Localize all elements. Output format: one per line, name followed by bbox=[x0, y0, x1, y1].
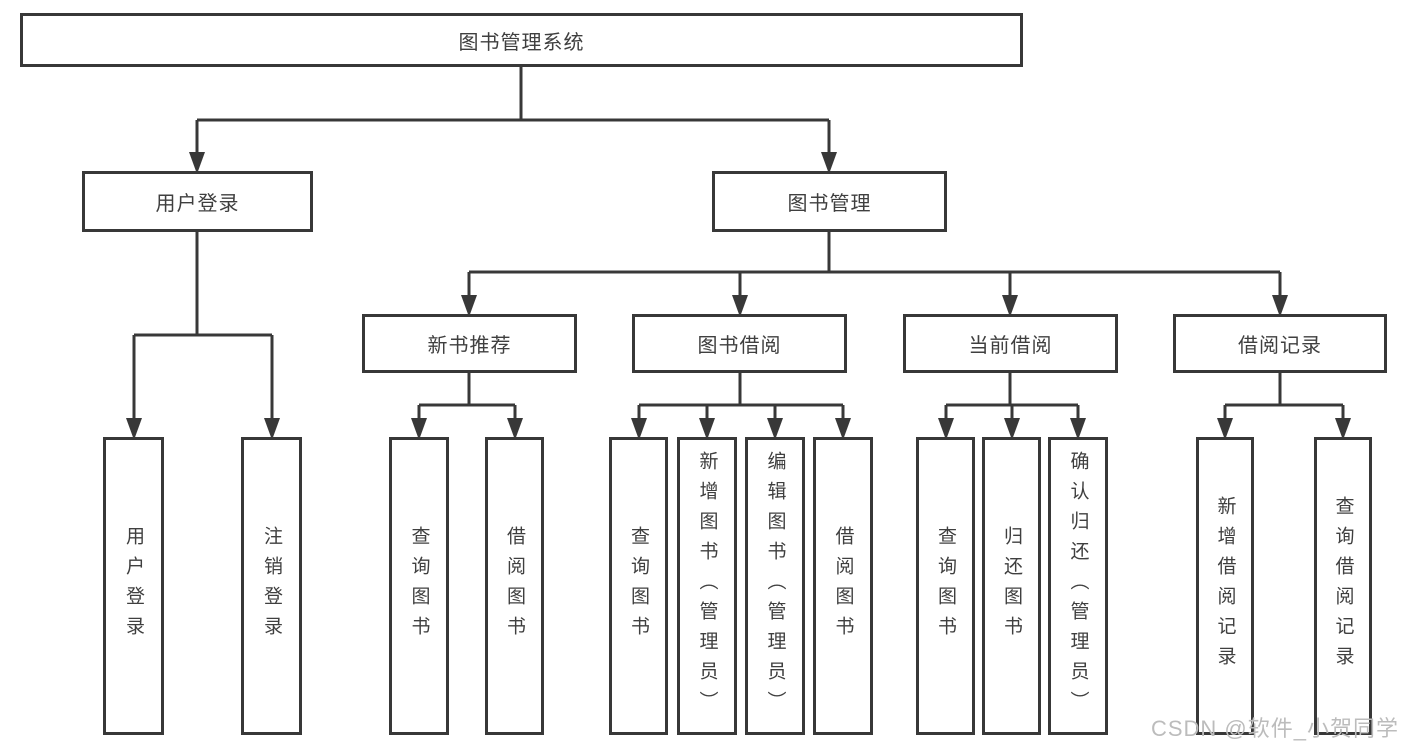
leaf-current-return-books: 归还图书 bbox=[982, 437, 1041, 735]
node-label: 用户登录 bbox=[123, 526, 144, 646]
leaf-borrowing-edit-books-admin: 编辑图书（管理员） bbox=[745, 437, 805, 735]
node-label: 图书管理 bbox=[787, 193, 872, 215]
node-label: 查询借阅记录 bbox=[1332, 496, 1354, 676]
node-label: 借阅图书 bbox=[832, 526, 854, 646]
node-label: 新增图书（管理员） bbox=[696, 451, 718, 721]
leaf-current-confirm-return-admin: 确认归还（管理员） bbox=[1048, 437, 1108, 735]
node-label: 当前借阅 bbox=[968, 335, 1053, 357]
node-label: 用户登录 bbox=[155, 193, 240, 215]
node-label: 图书借阅 bbox=[697, 335, 782, 357]
node-label: 查询图书 bbox=[408, 526, 430, 646]
node-book-management: 图书管理 bbox=[712, 171, 947, 232]
node-label: 注销登录 bbox=[261, 526, 282, 646]
node-borrow-records: 借阅记录 bbox=[1173, 314, 1387, 373]
node-label: 图书管理系统 bbox=[458, 31, 585, 54]
leaf-user-login: 用户登录 bbox=[103, 437, 164, 735]
node-label: 查询图书 bbox=[935, 526, 956, 646]
csdn-watermark: CSDN @软件_小贺同学 bbox=[1150, 716, 1399, 741]
leaf-records-add-borrow-record: 新增借阅记录 bbox=[1196, 437, 1254, 735]
leaf-borrowing-query-books: 查询图书 bbox=[609, 437, 668, 735]
node-current-borrowing: 当前借阅 bbox=[903, 314, 1118, 373]
leaf-records-query-borrow-record: 查询借阅记录 bbox=[1314, 437, 1372, 735]
node-book-borrowing: 图书借阅 bbox=[632, 314, 847, 373]
node-label: 归还图书 bbox=[1001, 526, 1022, 646]
node-label: 新书推荐 bbox=[427, 335, 512, 357]
node-label: 编辑图书（管理员） bbox=[764, 451, 786, 721]
node-label: 借阅图书 bbox=[504, 526, 525, 646]
leaf-current-query-books: 查询图书 bbox=[916, 437, 975, 735]
node-label: 查询图书 bbox=[628, 526, 649, 646]
node-label: 借阅记录 bbox=[1238, 335, 1322, 357]
leaf-recommend-borrow-books: 借阅图书 bbox=[485, 437, 544, 735]
leaf-logout: 注销登录 bbox=[241, 437, 302, 735]
node-new-book-recommend: 新书推荐 bbox=[362, 314, 577, 373]
node-user-login: 用户登录 bbox=[82, 171, 313, 232]
leaf-borrowing-borrow-books: 借阅图书 bbox=[813, 437, 873, 735]
leaf-recommend-query-books: 查询图书 bbox=[389, 437, 449, 735]
node-label: 确认归还（管理员） bbox=[1067, 451, 1089, 721]
node-library-system: 图书管理系统 bbox=[20, 13, 1023, 67]
leaf-borrowing-add-books-admin: 新增图书（管理员） bbox=[677, 437, 737, 735]
node-label: 新增借阅记录 bbox=[1214, 496, 1236, 676]
